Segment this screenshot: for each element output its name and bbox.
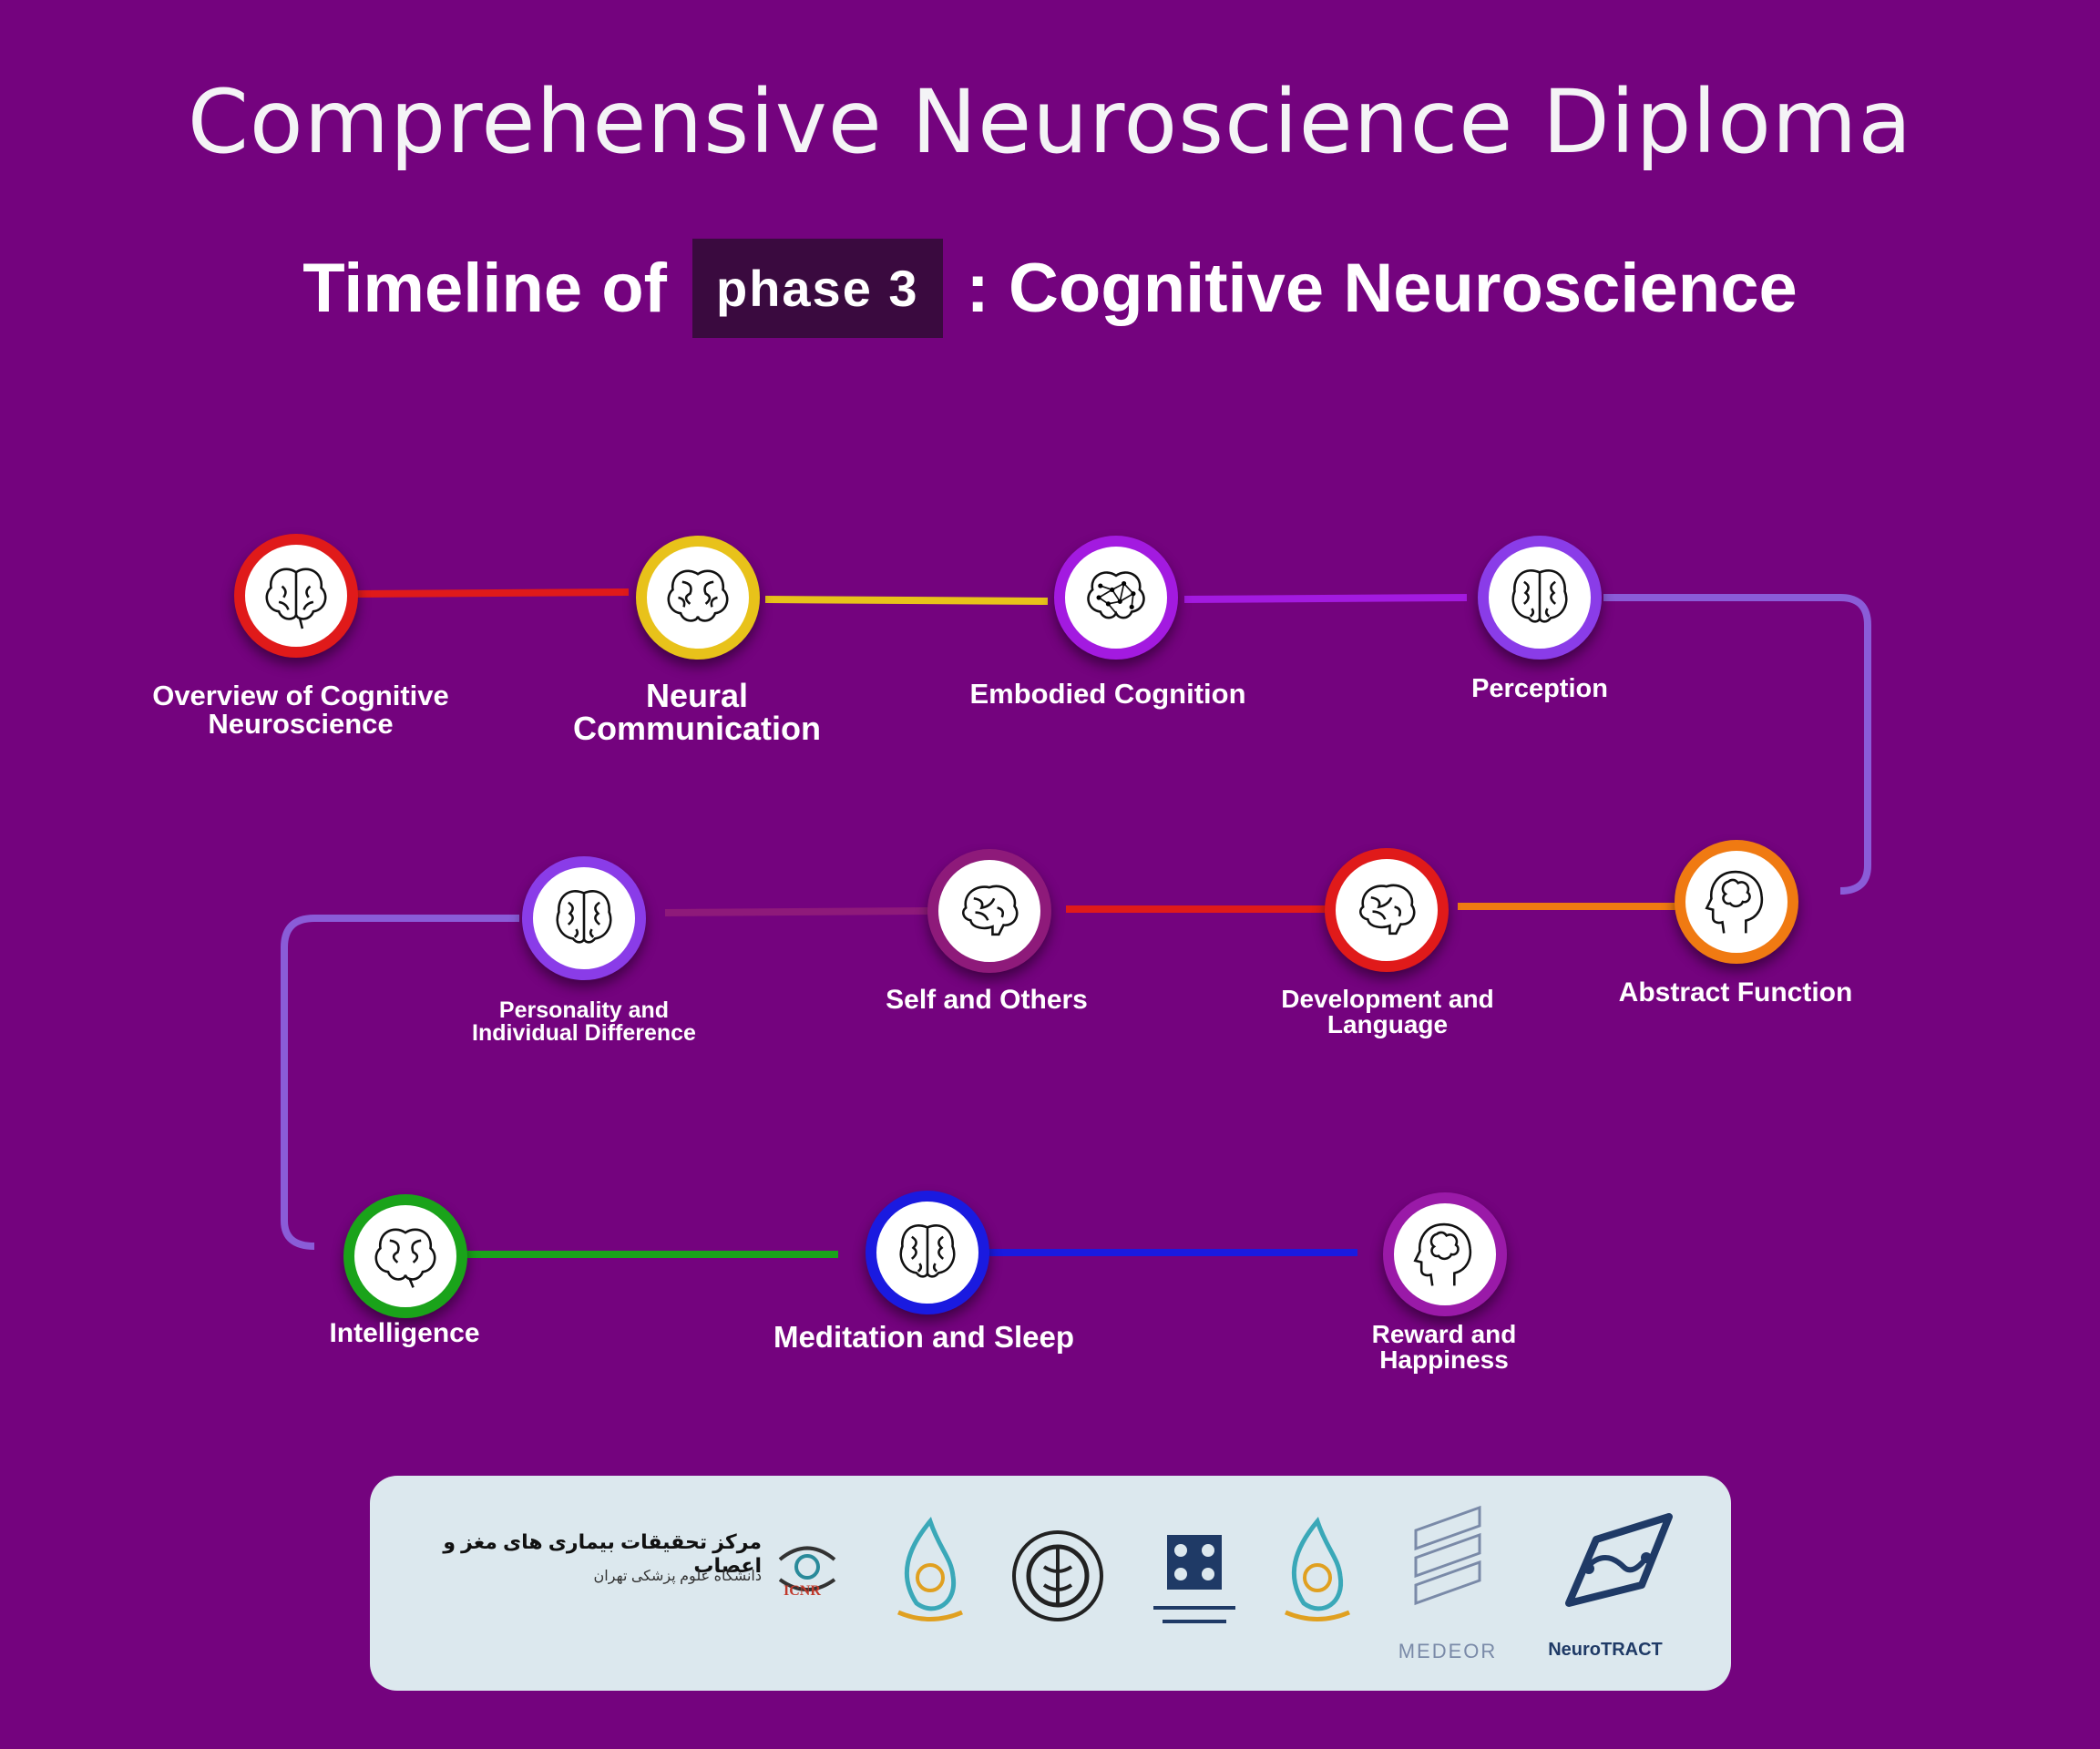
module-node-11 bbox=[1383, 1192, 1507, 1316]
neural-network-brain-icon bbox=[1087, 571, 1145, 619]
subtitle-suffix: : Cognitive Neuroscience bbox=[966, 250, 1798, 327]
module-label-8: Personality and Individual Difference bbox=[472, 997, 696, 1046]
module-label-5: Abstract Function bbox=[1618, 977, 1853, 1007]
university-logo-4 bbox=[1267, 1512, 1368, 1644]
icnr-persian-subtitle: دانشگاه علوم پزشکی تهران bbox=[593, 1569, 762, 1584]
neurotract-wordmark: NeuroTRACT bbox=[1548, 1640, 1663, 1660]
module-label-2: Neural Communication bbox=[572, 677, 821, 747]
brain-icon bbox=[1359, 884, 1416, 936]
connector-2 bbox=[764, 596, 1049, 605]
brain-icon bbox=[899, 1224, 956, 1278]
module-node-8 bbox=[522, 856, 646, 980]
module-label-1: Overview of Cognitive Neuroscience bbox=[152, 680, 449, 740]
university-logo-3 bbox=[1144, 1530, 1245, 1644]
connector-8 bbox=[281, 915, 519, 1250]
module-node-10 bbox=[866, 1191, 989, 1314]
module-label-10: Meditation and Sleep bbox=[773, 1320, 1075, 1354]
module-node-2 bbox=[636, 536, 760, 660]
medeor-logo: MEDEOR bbox=[1398, 1503, 1498, 1667]
university-logo-1 bbox=[880, 1512, 980, 1644]
module-node-3 bbox=[1054, 536, 1178, 660]
partner-logos-panel: مرکز تحقیقات بیماری های مغز و اعصاب دانش… bbox=[370, 1476, 1731, 1691]
module-label-11: Reward and Happiness bbox=[1371, 1320, 1517, 1374]
module-node-1 bbox=[234, 534, 358, 658]
head-brain-icon bbox=[1413, 1222, 1472, 1286]
university-logo-2 bbox=[1008, 1521, 1108, 1644]
neurotract-logo: NeuroTRACT bbox=[1532, 1503, 1678, 1667]
icnr-persian-title: مرکز تحقیقات بیماری های مغز و اعصاب bbox=[443, 1530, 762, 1577]
connector-1 bbox=[354, 588, 630, 598]
module-label-9: Intelligence bbox=[329, 1318, 480, 1348]
brain-icon bbox=[374, 1228, 436, 1288]
connector-4 bbox=[1603, 594, 1871, 895]
module-node-6 bbox=[1325, 848, 1449, 972]
module-label-6: Development and Language bbox=[1281, 985, 1494, 1038]
subtitle: Timeline of phase 3 : Cognitive Neurosci… bbox=[0, 239, 2100, 338]
module-node-7 bbox=[927, 849, 1051, 973]
connector-7 bbox=[664, 907, 930, 916]
brain-icon bbox=[667, 569, 729, 622]
brain-icon bbox=[265, 568, 327, 629]
medeor-wordmark: MEDEOR bbox=[1398, 1640, 1498, 1662]
brain-icon bbox=[1511, 569, 1568, 623]
icnr-mark: ICNR bbox=[784, 1583, 821, 1599]
module-node-4 bbox=[1478, 536, 1602, 660]
page-title: Comprehensive Neuroscience Diploma bbox=[187, 71, 1913, 173]
subtitle-prefix: Timeline of bbox=[302, 250, 667, 327]
module-label-4: Perception bbox=[1471, 674, 1608, 703]
module-node-9 bbox=[343, 1194, 467, 1318]
head-brain-icon bbox=[1705, 870, 1764, 934]
module-label-3: Embodied Cognition bbox=[969, 678, 1246, 710]
icnr-logo: ICNR bbox=[771, 1532, 844, 1605]
module-label-7: Self and Others bbox=[886, 985, 1088, 1015]
brain-icon bbox=[556, 890, 612, 944]
brain-icon bbox=[962, 885, 1019, 936]
module-node-5 bbox=[1675, 840, 1798, 964]
phase-badge: phase 3 bbox=[691, 239, 943, 338]
connector-3 bbox=[1183, 594, 1468, 603]
